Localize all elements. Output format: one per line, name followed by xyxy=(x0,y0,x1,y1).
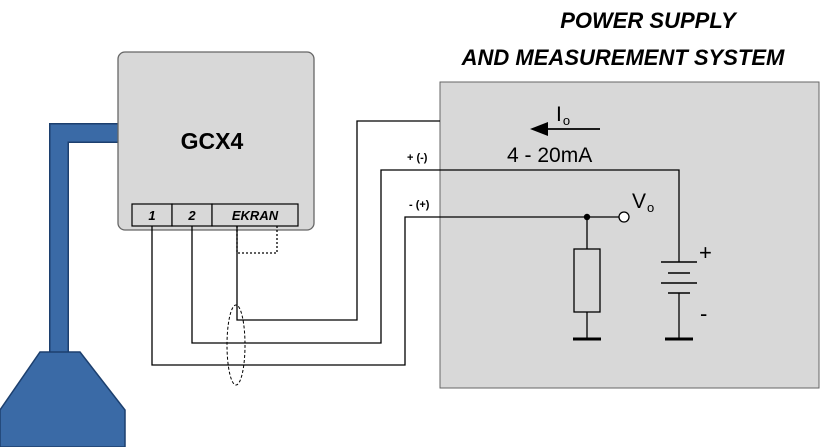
terminal-1-label: 1 xyxy=(148,208,155,223)
current-symbol: Io xyxy=(556,103,570,128)
wire-plus xyxy=(191,169,680,344)
wire-minus-label: - (+) xyxy=(409,199,430,211)
wire-plus-label: + (-) xyxy=(407,152,428,164)
probe-icon xyxy=(0,123,126,447)
current-range: 4 - 20mA xyxy=(507,144,592,167)
terminal-2-label: 2 xyxy=(187,208,196,223)
resistor-icon xyxy=(573,217,601,341)
gcx4-device: GCX4 1 2 EKRAN xyxy=(117,51,315,231)
vo-terminal-icon xyxy=(618,211,630,223)
battery-plus-label: + xyxy=(699,240,712,265)
terminal-ekran xyxy=(211,203,299,227)
cable-bundle-ellipse xyxy=(226,304,246,386)
current-arrow-icon xyxy=(530,122,600,136)
junction-dot xyxy=(583,213,591,221)
wire-shield xyxy=(236,120,440,321)
wire-minus xyxy=(151,216,619,366)
power-supply-box xyxy=(439,81,820,389)
voltage-symbol: Vo xyxy=(632,190,654,215)
title-line-1: POWER SUPPLY xyxy=(560,8,738,33)
battery-icon xyxy=(661,261,697,341)
title-line-2: AND MEASUREMENT SYSTEM xyxy=(461,45,785,70)
device-name: GCX4 xyxy=(181,128,244,154)
battery-minus-label: - xyxy=(700,301,707,326)
terminal-ekran-label: EKRAN xyxy=(232,208,279,223)
